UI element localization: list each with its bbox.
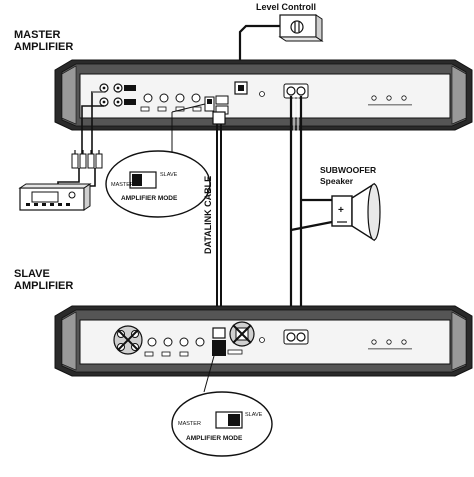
master-switch-4[interactable] [192,106,202,112]
subwoofer-speaker-label: Speaker [320,176,354,186]
master-speaker-terminals[interactable] [283,83,309,99]
slave-mode-callout: MASTER SLAVE AMPLIFIER MODE [171,391,273,457]
master-switch-2[interactable] [157,106,167,112]
master-mode-master-label: MASTER [111,182,134,188]
master-amplifier [54,59,473,131]
car-stereo-icon [18,183,92,211]
datalink-cable-label: DATALINK CABLE [203,176,213,254]
slave-level-port-prohibited [229,321,255,347]
slave-datalink-port[interactable] [212,327,226,339]
slave-control-knobs[interactable] [147,337,205,347]
datalink-cable [212,111,226,330]
slave-status-leds [368,339,412,350]
master-amplifier-mode-label: AMPLIFIER MODE [121,195,178,202]
master-control-knobs[interactable] [143,93,201,103]
slave-switch-2[interactable] [161,351,171,357]
slave-amp-title-1: SLAVE [14,268,50,280]
master-mode-callout: MASTER SLAVE AMPLIFIER MODE [105,150,211,218]
slave-callout-line [203,355,215,393]
master-amp-title-1: MASTER [14,29,61,41]
svg-text:+: + [338,205,344,216]
slave-amplifier [54,305,473,377]
level-control-remote[interactable] [278,14,324,42]
slave-mode-slave-label: SLAVE [245,412,263,418]
slave-mode-switch[interactable] [212,340,226,356]
rotary-knob-icon [290,20,304,34]
master-status-leds [368,95,412,106]
slave-amp-title-2: AMPLIFIER [14,280,73,292]
level-control-label: Level Controll [256,2,316,12]
speaker-wires [289,96,333,334]
master-switch-1[interactable] [140,106,150,112]
subwoofer-label: SUBWOOFER [320,165,376,175]
subwoofer-speaker-icon: + [331,182,381,242]
master-amp-title-2: AMPLIFIER [14,41,73,53]
slave-switch-3[interactable] [179,351,189,357]
slave-amplifier-mode-label: AMPLIFIER MODE [186,435,243,442]
slave-mode-master-label: MASTER [178,421,201,427]
slave-switch-1[interactable] [144,351,154,357]
master-mode-slave-label: SLAVE [160,172,178,178]
slave-speaker-terminals[interactable] [283,329,309,345]
master-datalink-port-a[interactable] [215,95,229,105]
level-control-cable [238,24,280,82]
prohibited-icon [113,325,143,355]
